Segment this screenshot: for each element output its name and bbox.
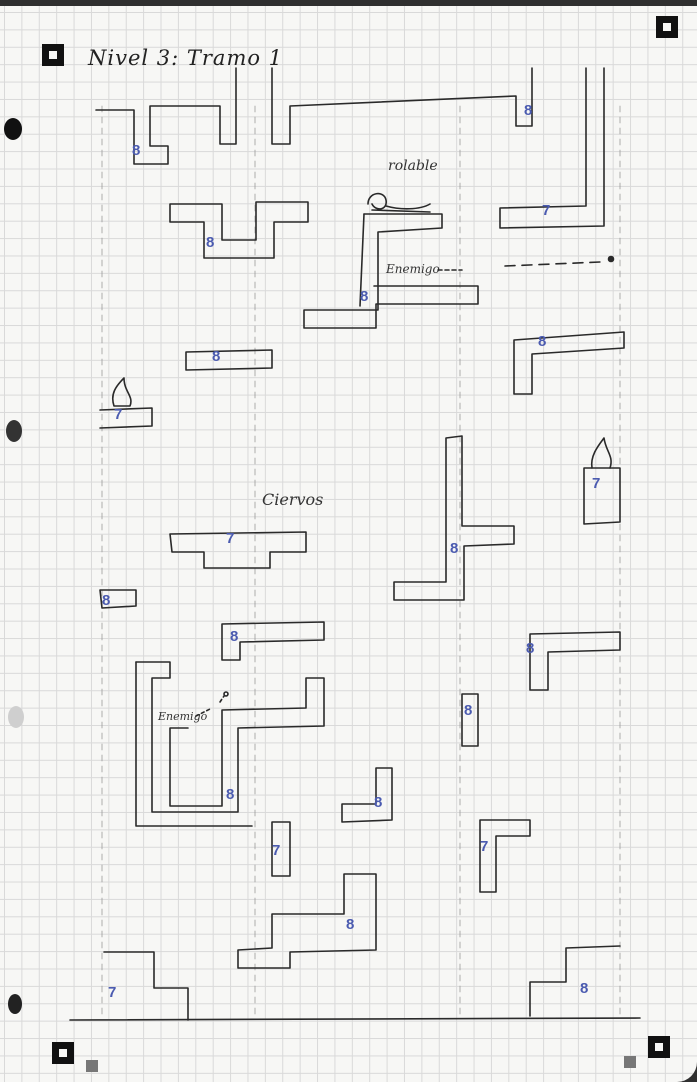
number-marker: 7 [272, 842, 280, 859]
number-marker: 7 [114, 406, 122, 423]
number-marker: 7 [542, 202, 550, 219]
graph-paper-sheet: Nivel 3: Tramo 1 rolable Enemigo Enemigo… [0, 6, 697, 1082]
number-marker: 8 [212, 348, 220, 365]
number-marker: 7 [108, 984, 116, 1001]
number-marker: 8 [226, 786, 234, 803]
number-marker: 8 [102, 592, 110, 609]
number-marker: 8 [206, 234, 214, 251]
number-marker: 8 [538, 333, 546, 350]
number-marker: 8 [374, 794, 382, 811]
number-marker: 8 [132, 142, 140, 159]
number-marker: 7 [480, 838, 488, 855]
number-marker: 7 [226, 530, 234, 547]
number-marker: 8 [526, 640, 534, 657]
number-marker: 8 [464, 702, 472, 719]
number-marker: 8 [360, 288, 368, 305]
number-marker: 8 [346, 916, 354, 933]
number-marker: 8 [230, 628, 238, 645]
number-marker: 8 [524, 102, 532, 119]
number-marker: 7 [592, 475, 600, 492]
number-marker: 8 [450, 540, 458, 557]
number-marker: 8 [580, 980, 588, 997]
